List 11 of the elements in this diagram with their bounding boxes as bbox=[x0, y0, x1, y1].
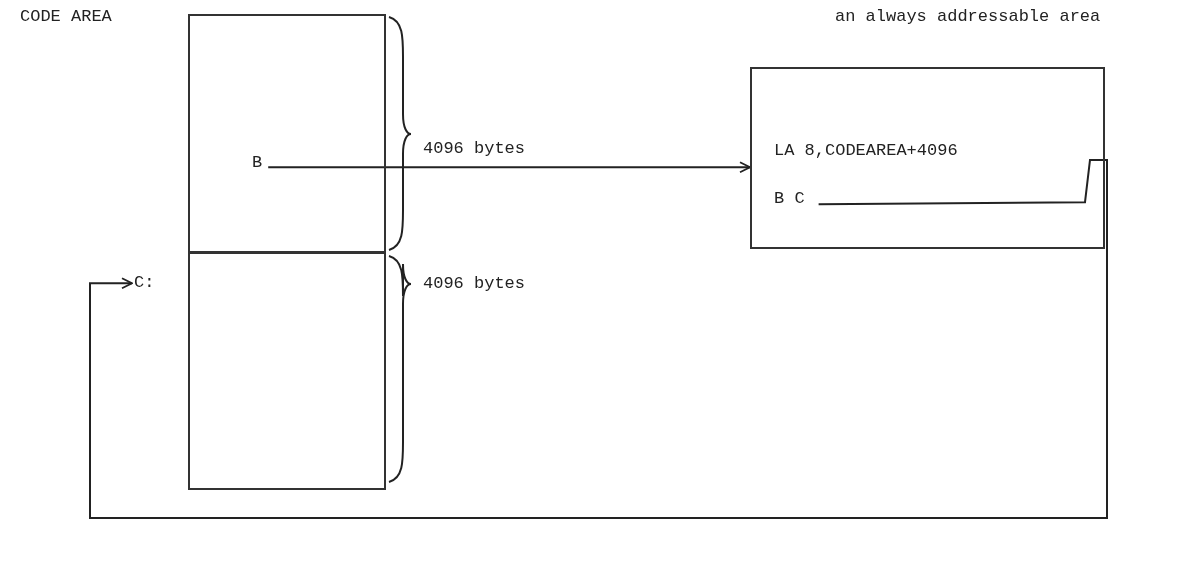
instruction-box bbox=[750, 67, 1105, 249]
code-label: B bbox=[252, 153, 263, 174]
code-text: LA 8,CODEAREA+4096 bbox=[774, 141, 958, 162]
size-label: 4096 bytes bbox=[423, 139, 526, 160]
heading-label: CODE AREA bbox=[20, 7, 112, 28]
size-label: 4096 bytes bbox=[423, 274, 526, 295]
code-label: B C bbox=[774, 189, 805, 210]
code-label: C: bbox=[134, 273, 155, 294]
heading-label: an always addressable area bbox=[835, 7, 1101, 28]
arrow bbox=[267, 161, 751, 174]
arrow bbox=[89, 159, 1108, 519]
